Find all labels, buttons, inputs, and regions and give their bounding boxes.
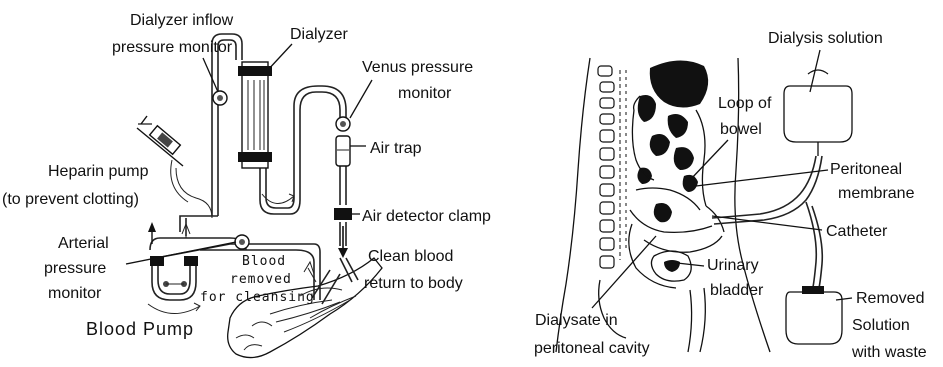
label-blood-pump: Blood Pump (86, 319, 194, 339)
label-removed-solution-3: with waste (851, 344, 927, 361)
label-arterial-1: Arterial (58, 235, 109, 252)
label-heparin-1: Heparin pump (48, 163, 149, 180)
label-blood-removed-2: removed (230, 272, 292, 287)
label-dialyzer: Dialyzer (290, 26, 348, 43)
venous-monitor-airtrap (334, 117, 352, 258)
label-peritoneal-membrane-2: membrane (838, 185, 915, 202)
label-urinary-bladder-1: Urinary (707, 257, 759, 274)
label-loop-of-bowel-2: bowel (720, 121, 762, 138)
label-dialyzer-inflow-2: pressure monitor (112, 39, 233, 56)
blood-pump (148, 256, 200, 314)
label-catheter: Catheter (826, 223, 888, 240)
left-labels: Dialyzer inflow pressure monitor Dialyze… (2, 12, 491, 339)
heparin-syringe (137, 116, 183, 166)
label-peritoneal-membrane-1: Peritoneal (830, 161, 902, 178)
label-dialysate-1: Dialysate in (535, 312, 618, 329)
label-venus-monitor-1: Venus pressure (362, 59, 473, 76)
label-arterial-3: monitor (48, 285, 102, 302)
label-venus-monitor-2: monitor (398, 85, 452, 102)
label-air-detector: Air detector clamp (362, 208, 491, 225)
label-urinary-bladder-2: bladder (710, 282, 764, 299)
label-removed-solution-2: Solution (852, 317, 910, 334)
label-air-trap: Air trap (370, 140, 422, 157)
label-heparin-2: (to prevent clotting) (2, 191, 139, 208)
label-removed-solution-1: Removed (856, 290, 924, 307)
label-blood-removed-1: Blood (242, 254, 286, 269)
label-clean-blood-1: Clean blood (368, 248, 453, 265)
label-clean-blood-2: return to body (364, 275, 463, 292)
label-loop-of-bowel-1: Loop of (718, 95, 772, 112)
label-dialysate-2: peritoneal cavity (534, 340, 650, 357)
dialyzer-inflow-monitor (213, 91, 227, 105)
right-labels: Dialysis solution Loop of bowel Peritone… (534, 30, 927, 361)
label-dialysis-solution: Dialysis solution (768, 30, 883, 47)
label-dialyzer-inflow-1: Dialyzer inflow (130, 12, 234, 29)
label-arterial-2: pressure (44, 260, 106, 277)
label-blood-removed-3: for cleansing (200, 290, 315, 305)
arterial-monitor (148, 222, 249, 249)
